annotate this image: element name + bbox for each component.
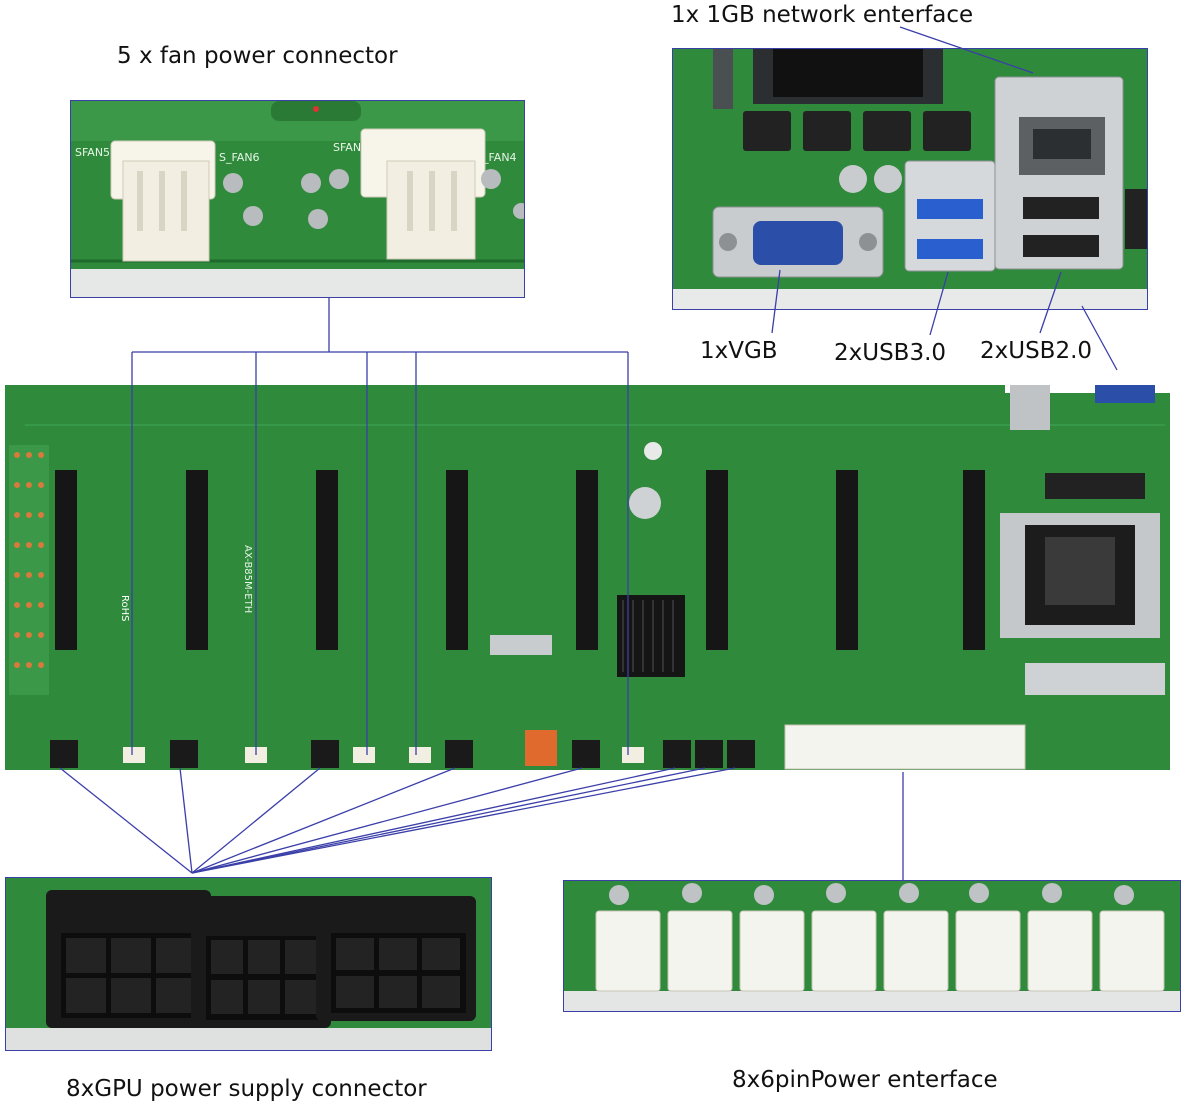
- silk-rohs: RoHS: [119, 595, 130, 621]
- silk-sfan5: SFAN5: [75, 146, 110, 159]
- vga-port: [712, 206, 884, 278]
- pcie-slots: [55, 470, 985, 650]
- six-pin-power-label: 8x6pinPower enterface: [732, 1067, 998, 1093]
- fan-power-label: 5 x fan power connector: [117, 43, 398, 69]
- silk-sfan3: SFAN3: [333, 141, 368, 154]
- cpu-socket: [1000, 513, 1160, 638]
- usb3-ports: [904, 160, 996, 272]
- capacitor-row: [743, 111, 971, 193]
- fan-connector-inset: SFAN5 S_FAN6 SFAN3 S_FAN4: [70, 100, 525, 298]
- gpu-power-label: 8xGPU power supply connector: [66, 1076, 427, 1102]
- silk-model: AX-B85M-ETH: [242, 545, 253, 613]
- gpu-connector-3: [316, 896, 476, 1021]
- six-pin-power-inset: [563, 880, 1181, 1012]
- fan-connector-left: [110, 140, 216, 262]
- network-label: 1x 1GB network enterface: [671, 2, 974, 28]
- bottom-connectors: [50, 724, 1026, 770]
- silk-sfan6: S_FAN6: [219, 151, 260, 164]
- gpu-connector-2: [191, 896, 331, 1028]
- gpu-connector-1: [46, 890, 211, 1028]
- rj45-usb2-stack: [994, 76, 1124, 270]
- left-pin-header: [9, 445, 49, 695]
- motherboard-main: AX-B85M-ETH RoHS: [5, 385, 1192, 770]
- usb2-label: 2xUSB2.0: [980, 338, 1093, 364]
- gpu-power-inset: [5, 877, 492, 1051]
- usb3-label: 2xUSB3.0: [834, 340, 947, 366]
- vga-label: 1xVGB: [700, 338, 778, 364]
- six-pin-connectors: [595, 910, 1165, 992]
- fan-connector-right: [360, 128, 486, 260]
- io-ports-inset: [672, 48, 1148, 310]
- silk-sfan4: S_FAN4: [476, 151, 517, 164]
